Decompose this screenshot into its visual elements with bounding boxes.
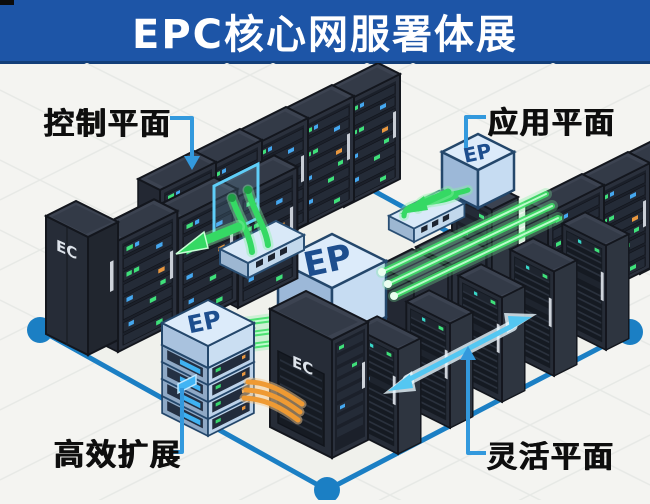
callout-connectors	[170, 115, 486, 455]
green-arrow-small	[400, 186, 454, 214]
app-plane-label: 应用平面	[488, 106, 616, 141]
orange-cables	[239, 377, 307, 425]
switch-left-cables	[226, 184, 274, 258]
ec-rack-left: EC	[43, 199, 121, 357]
scale-out-label: 高效扩展	[54, 438, 182, 473]
flex-plane-label: 灵活平面	[487, 440, 615, 475]
scale-out-connector	[172, 388, 184, 454]
ec-rack-front: EC	[267, 289, 371, 460]
flex-double-arrow	[383, 313, 537, 394]
ep-main-label: EP	[300, 237, 355, 286]
flex-plane-connector	[466, 358, 486, 455]
green-beams-right	[376, 188, 564, 302]
ep-stack-label: EP	[185, 305, 224, 339]
page-title: EPC核心网服署体展	[132, 11, 518, 58]
ep-cube-app: EP	[439, 132, 517, 211]
app-plane-connector	[464, 115, 486, 148]
control-plane-label: 控制平面	[44, 107, 172, 142]
green-arrow-large	[175, 220, 245, 255]
top-left-artifact	[0, 0, 14, 5]
platform-node-bottom	[314, 477, 340, 503]
control-plane-arrowhead	[184, 156, 200, 170]
title-banner: EPC核心网服署体展	[0, 0, 650, 64]
ep-expansion-stack: EP	[159, 298, 257, 437]
flex-plane-arrowhead	[460, 346, 476, 360]
control-plane-connector	[170, 116, 194, 156]
